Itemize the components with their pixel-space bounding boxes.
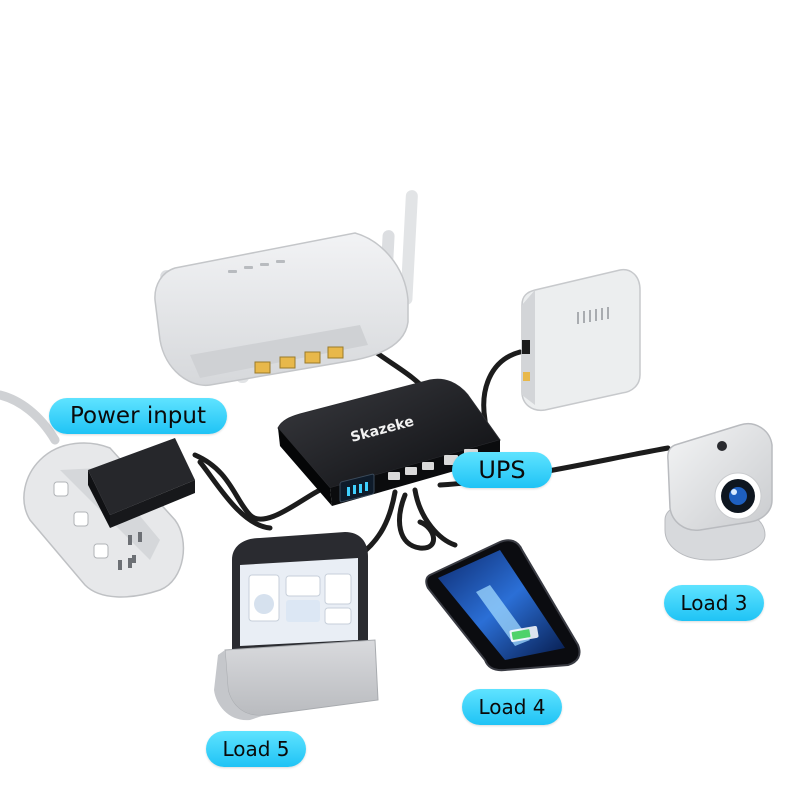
cable-phone [412,487,458,548]
smart-display [214,532,379,721]
smartphone [425,539,581,672]
cables [192,335,671,558]
label-load5: Load 5 [206,731,306,767]
cable-adapter [192,452,323,522]
label-power-input: Power input [49,398,227,434]
label-ups: UPS [452,452,552,488]
router [154,190,418,387]
label-load3: Load 3 [664,585,764,621]
security-camera [664,423,773,561]
cable-loop [397,492,436,551]
label-load4: Load 4 [462,689,562,725]
ont-modem [521,268,641,412]
power-adapter [88,438,195,528]
power-strip-cord [0,390,60,445]
cable-adapter-2 [197,459,273,531]
